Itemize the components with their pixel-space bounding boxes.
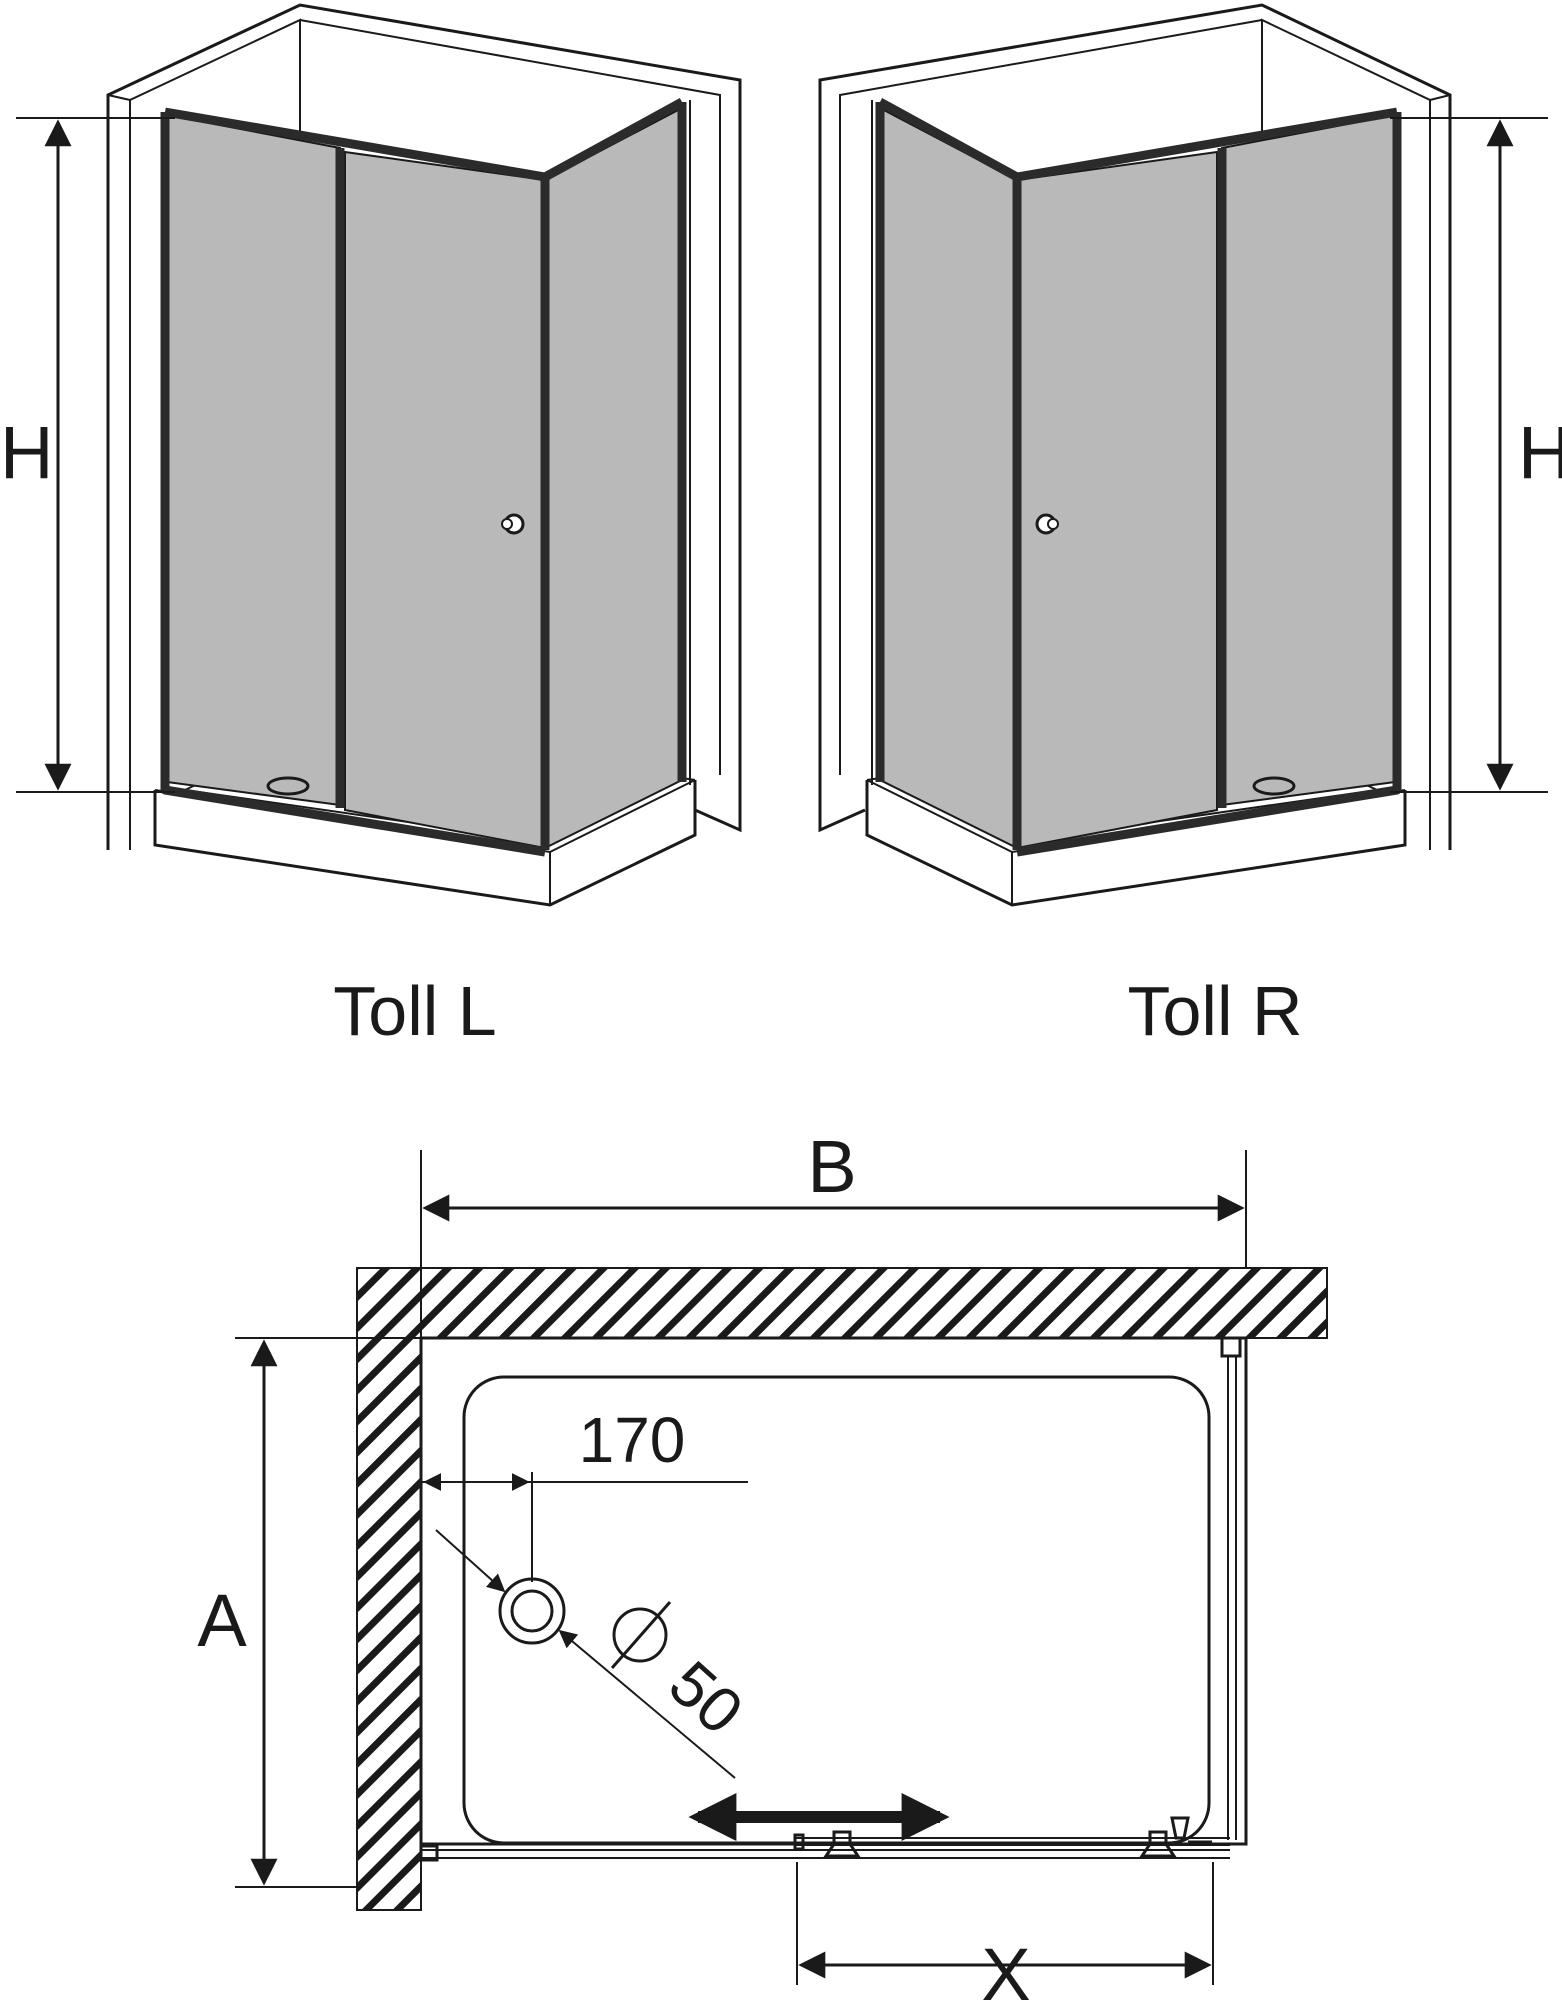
right-glass-side [879,106,1018,850]
left-room-walls [106,3,742,850]
right-drain [1252,776,1296,796]
drain-diameter-label: 50 [656,1647,757,1748]
left-glass-front-fixed [166,113,341,807]
diameter-symbol [610,1601,672,1669]
plan-view: B A X 170 50 [197,1125,1328,2000]
tray-basin [462,1375,1211,1845]
left-glass-side [544,106,683,850]
width-label: B [807,1125,856,1208]
back-wall-hatch [356,1267,1328,1339]
right-view: H Toll R [818,3,1562,1050]
left-frame [160,98,687,857]
plan-drain [498,1577,566,1645]
depth-label: A [197,1579,247,1662]
left-glass-front-door [344,150,546,850]
door-roller-right [1139,1816,1212,1858]
left-view: H Toll L [0,3,742,1050]
sliding-door-panels [419,1816,1230,1862]
side-wall-hatch [356,1337,422,1911]
tray-outline [419,1336,1248,1846]
left-door-handle [501,513,525,535]
right-glass-front-fixed [1221,113,1396,807]
right-glass-front-door [1016,150,1218,850]
opening-label: X [981,1933,1030,2000]
right-door-handle [1035,513,1059,535]
right-room-walls [818,3,1452,850]
left-drain [266,776,310,796]
left-caption: Toll L [333,972,496,1050]
left-height-label: H [0,411,53,494]
right-caption: Toll R [1127,972,1302,1050]
right-height-label: H [1518,411,1562,494]
right-frame [875,98,1402,857]
drain-offset-label: 170 [579,1404,686,1476]
